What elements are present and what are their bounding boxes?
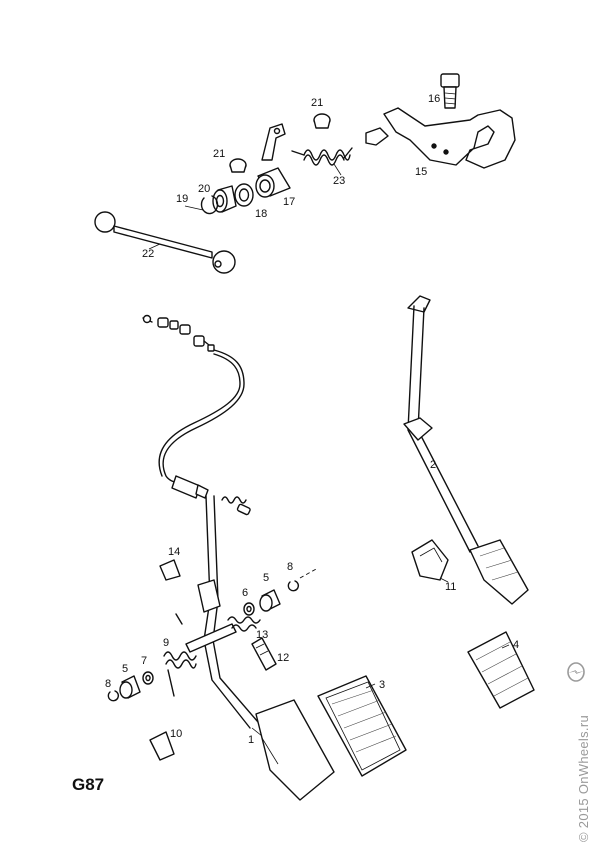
- callout-17: 17: [283, 196, 295, 208]
- part-15-bracket: [365, 107, 516, 169]
- callout-7: 7: [141, 655, 147, 667]
- callout-12: 12: [277, 652, 289, 664]
- part-16-bolt: [440, 73, 460, 109]
- part-5-bushing-right: [259, 589, 281, 612]
- callout-4: 4: [513, 639, 519, 651]
- part-20-sleeve: [212, 185, 237, 213]
- part-7-washer: [142, 671, 154, 685]
- callout-18: 18: [255, 208, 267, 220]
- part-4-pedal-pad: [467, 631, 535, 709]
- part-23-spring: [291, 147, 353, 166]
- diagram-code: G87: [72, 775, 105, 794]
- callout-9: 9: [163, 637, 169, 649]
- callout-8-right: 8: [287, 561, 293, 573]
- callout-8-left: 8: [105, 678, 111, 690]
- callout-labels: 1 2 3 4 5 5 6 7 8 8 9 10 11 12 13 14 15 …: [105, 93, 519, 746]
- throttle-cable: [142, 314, 245, 499]
- callout-11: 11: [445, 581, 456, 593]
- part-14-bumper: [159, 559, 181, 581]
- part-22-linkage-rod: [94, 211, 236, 274]
- part-10-rubber-stop: [149, 731, 175, 761]
- callout-16: 16: [428, 93, 440, 105]
- part-21-bushing-lower: [229, 158, 247, 173]
- part-9-return-spring: [163, 613, 197, 697]
- callout-5-right: 5: [263, 572, 269, 584]
- part-12-pin: [251, 637, 277, 671]
- callout-23: 23: [333, 175, 345, 187]
- part-18-washer: [234, 183, 254, 207]
- callout-21-upper: 21: [311, 97, 323, 109]
- part-11-rubber-pad: [411, 539, 449, 581]
- callout-6: 6: [242, 587, 248, 599]
- part-3-pedal-pad: [317, 675, 407, 777]
- part-21-bushing-upper: [313, 113, 331, 129]
- part-5-bushing-left: [119, 675, 141, 699]
- part-17-lever: [255, 123, 291, 198]
- pivot-shaft: [185, 623, 237, 653]
- opel-blitz-logo-icon: [567, 662, 585, 682]
- callout-22: 22: [142, 248, 154, 260]
- part-8-clip-right: [287, 567, 319, 592]
- callout-13: 13: [256, 629, 268, 641]
- part-2-pedal-arm: [403, 295, 529, 605]
- cable-adjuster-spring: [221, 496, 251, 516]
- part-8-clip-left: [107, 690, 120, 702]
- callout-5-left: 5: [122, 663, 128, 675]
- copyright-watermark: © 2015 OnWheels.ru: [576, 715, 591, 842]
- callout-21-lower: 21: [213, 148, 225, 160]
- callout-15: 15: [415, 166, 427, 178]
- part-13-spring: [227, 616, 261, 632]
- callout-20: 20: [198, 183, 210, 195]
- callout-1: 1: [248, 734, 254, 746]
- callout-19: 19: [176, 193, 188, 205]
- callout-2: 2: [430, 459, 436, 471]
- part-19-clip: [200, 195, 219, 215]
- part-6-washer: [243, 602, 255, 616]
- part-1-accelerator-pedal: [197, 495, 335, 801]
- leader-lines: [148, 163, 510, 737]
- callout-10: 10: [170, 728, 182, 740]
- callout-14: 14: [168, 546, 180, 558]
- callout-3: 3: [379, 679, 385, 691]
